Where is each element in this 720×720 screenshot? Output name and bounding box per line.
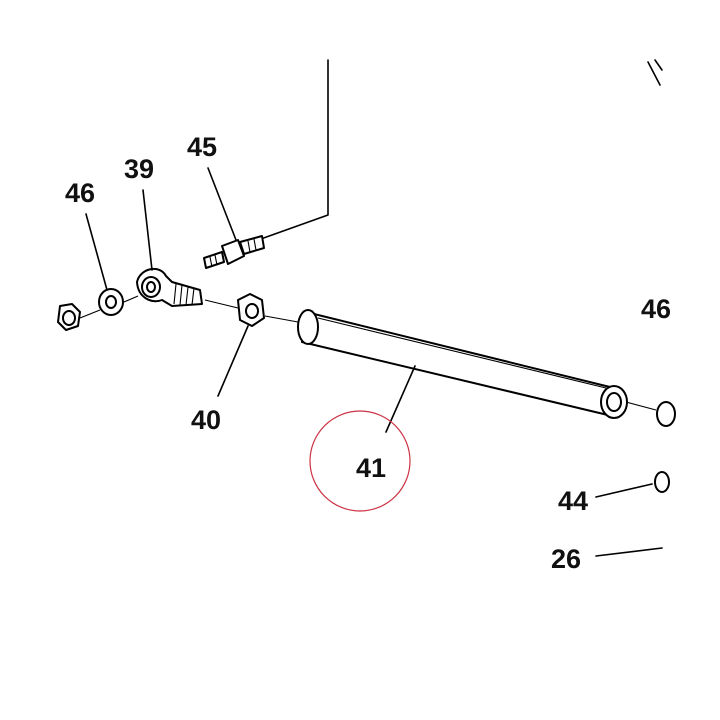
part-46-nut bbox=[57, 303, 81, 331]
part-46-washer bbox=[98, 288, 124, 316]
callout-41: 41 bbox=[356, 453, 386, 483]
leader-lines bbox=[85, 167, 663, 557]
frame-line bbox=[257, 59, 663, 241]
part-41-tube bbox=[297, 309, 628, 419]
callout-44: 44 bbox=[558, 486, 588, 516]
part-40-nut bbox=[237, 293, 265, 327]
callout-46-cut: 46 bbox=[641, 294, 671, 324]
callout-40: 40 bbox=[191, 405, 221, 435]
part-45-bolt bbox=[203, 235, 265, 269]
assembly-axis-line bbox=[79, 295, 657, 411]
part-44-right-edge bbox=[654, 471, 670, 493]
callout-26: 26 bbox=[551, 544, 581, 574]
callout-46: 46 bbox=[65, 178, 95, 208]
rod-end-thread bbox=[173, 283, 195, 306]
highlight-circle bbox=[309, 410, 411, 512]
part-39-rod-end bbox=[136, 267, 203, 307]
callout-39: 39 bbox=[124, 154, 154, 184]
callout-45: 45 bbox=[187, 132, 217, 162]
part-right-edge-bushing bbox=[656, 401, 676, 427]
